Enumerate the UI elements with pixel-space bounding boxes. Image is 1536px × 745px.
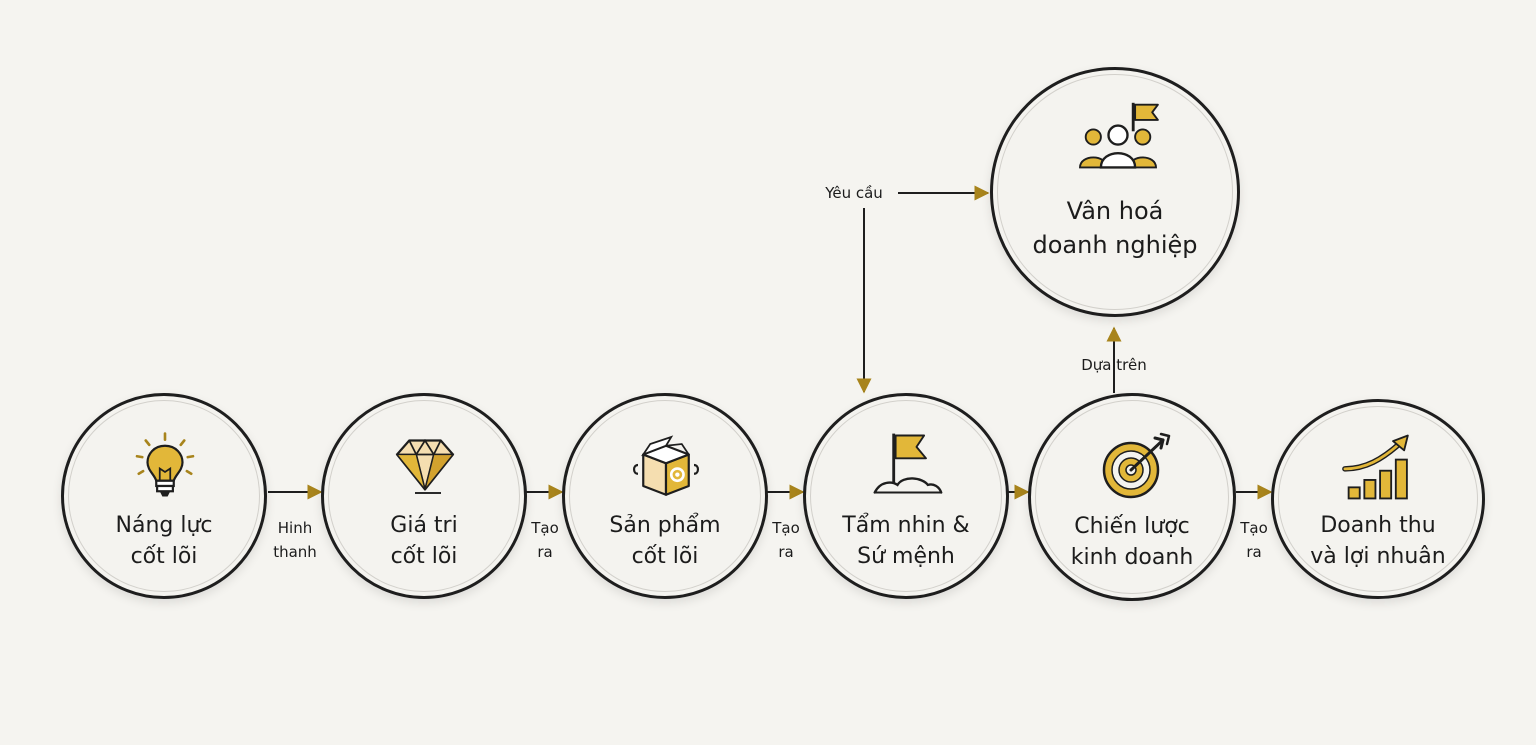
node-label-vision-mission: Tẩm nhin & Sứ mệnh [842,513,970,569]
lightbulb-icon [135,432,195,497]
growth-chart-icon [1342,434,1409,500]
node-label-business-strategy: Chiến lược kinh doanh [1070,514,1194,570]
diamond-underline [415,492,441,494]
node-label-corporate-culture: Vân hoá doanh nghiệp [1032,197,1198,259]
edge-label-create-1: Tạo ra [531,519,559,561]
diamond-icon [395,438,455,491]
node-core-competence: Náng lực cốt lõi [61,393,267,599]
team-flag-icon [1079,102,1159,169]
edge-label-based-on: Dựa trên [1081,356,1147,374]
edge-label-form: Hinh thanh [273,519,317,561]
edge-label-create-2: Tạo ra [772,519,800,561]
node-vision-mission: Tẩm nhin & Sứ mệnh [803,393,1009,599]
node-label-revenue-profit: Doanh thu và lợi nhuân [1310,513,1446,569]
node-label-core-products: Sản phẩm cốt lõi [609,513,721,569]
target-icon [1102,432,1171,499]
node-core-products: Sản phẩm cốt lõi [562,393,768,599]
node-corporate-culture: Vân hoá doanh nghiệp [990,67,1240,317]
product-box-icon [632,435,700,496]
flag-icon [873,433,943,494]
edge-label-create-3: Tạo ra [1240,519,1268,561]
node-label-core-values: Giá tri cốt lõi [390,513,458,569]
node-business-strategy: Chiến lược kinh doanh [1028,393,1236,601]
node-core-values: Giá tri cốt lõi [321,393,527,599]
node-label-core-competence: Náng lực cốt lõi [115,513,213,569]
node-revenue-profit: Doanh thu và lợi nhuân [1271,399,1485,599]
edge-label-requirement: Yêu cầu [825,184,883,202]
